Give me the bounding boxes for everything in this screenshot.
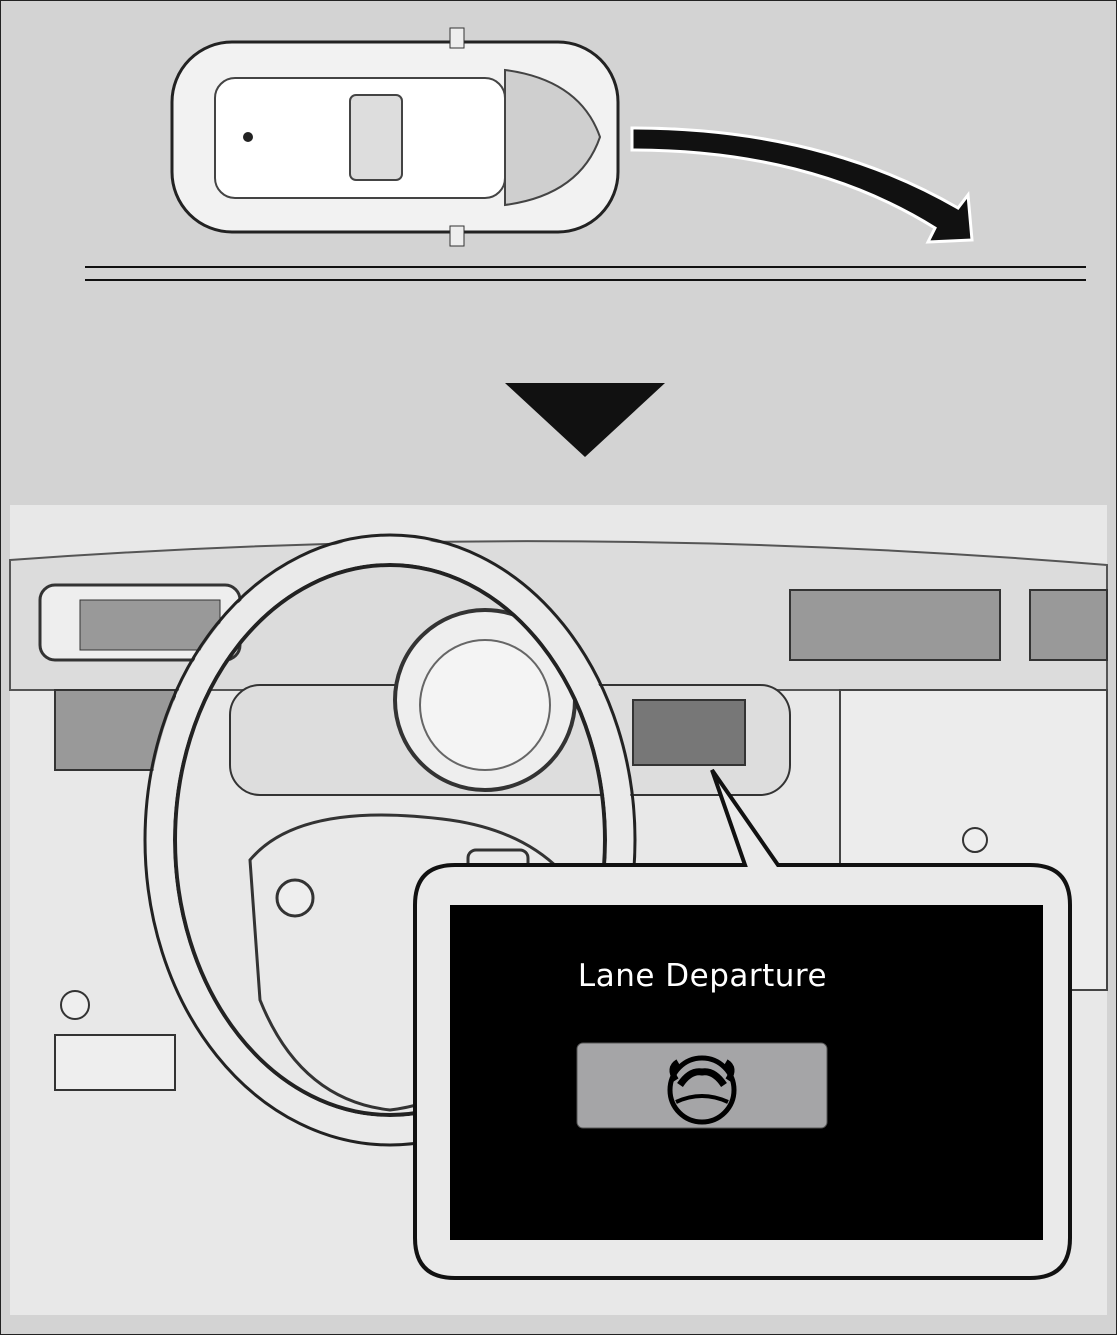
lane-departure-message: Lane Departure bbox=[577, 958, 828, 994]
down-triangle-icon bbox=[505, 383, 665, 457]
turn-arrow bbox=[630, 126, 974, 244]
steering-wheel-hands-icon bbox=[667, 1055, 737, 1125]
callout-bubble bbox=[413, 768, 1072, 1280]
car-top-view bbox=[170, 27, 620, 247]
icon-box bbox=[576, 1042, 828, 1129]
